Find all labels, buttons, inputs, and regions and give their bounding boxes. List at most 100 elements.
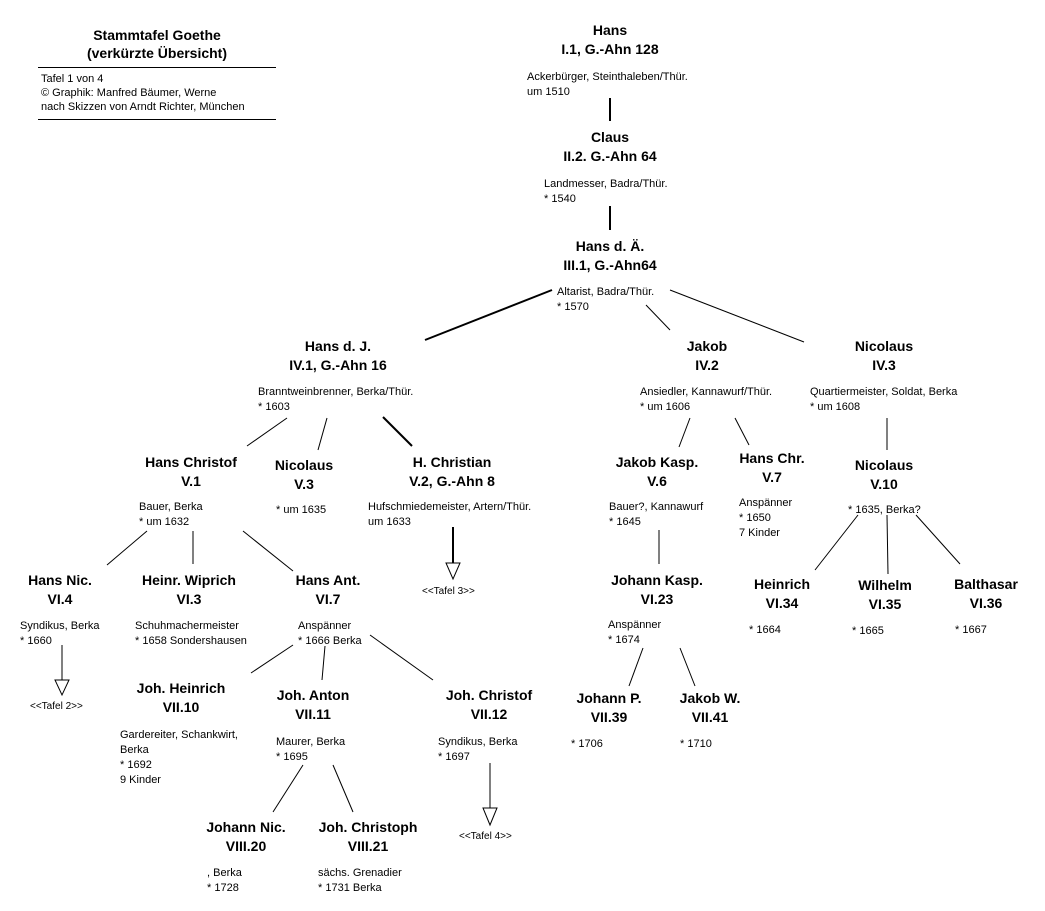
- person-detail-line: * 1731 Berka: [318, 882, 382, 894]
- person-name: Hans: [592, 22, 628, 38]
- person-detail-line: Berka: [120, 744, 149, 756]
- person-detail-line: Landmesser, Badra/Thür.: [544, 178, 668, 190]
- edge-hansdj-nicolaus5: [317, 417, 328, 451]
- person-name: Joh. Christof: [445, 687, 533, 703]
- reference-tafel4-link[interactable]: <<Tafel 4>>: [459, 831, 512, 842]
- person-id: VIII.20: [225, 838, 267, 854]
- person-detail-line: * 1660: [20, 635, 52, 647]
- person-detail-line: * 1635, Berka?: [848, 504, 921, 516]
- edge-hansdj-hanschristof: [246, 417, 288, 447]
- person-name: Hans Ant.: [295, 572, 361, 588]
- person-id: V.3: [294, 476, 314, 492]
- edge-hansant-johanton: [321, 645, 326, 681]
- person-id: V.2, G.-Ahn 8: [409, 473, 495, 489]
- person-name: Nicolaus: [854, 457, 914, 473]
- person-detail-line: * 1692: [120, 759, 152, 771]
- header-divider-bottom: [38, 119, 276, 120]
- edge-hansant-johheinrich: [250, 644, 294, 674]
- person-name: Heinr. Wiprich: [141, 572, 236, 588]
- person-id: V.1: [181, 473, 201, 489]
- chart-header: Stammtafel Goethe (verkürzte Übersicht) …: [38, 26, 276, 124]
- person-detail-line: * 1570: [557, 301, 589, 313]
- person-name: Johann Nic.: [206, 819, 286, 835]
- person-name: Joh. Heinrich: [136, 680, 226, 696]
- edge-nicolaus10-heinrich: [814, 514, 859, 571]
- person-detail-line: * 1674: [608, 634, 640, 646]
- person-id: V.6: [647, 473, 667, 489]
- person-detail-line: * 1603: [258, 401, 290, 413]
- person-detail-line: * um 1608: [810, 401, 861, 413]
- person-detail-line: Quartiermeister, Soldat, Berka: [810, 386, 958, 398]
- person-detail-line: * 1728: [207, 882, 239, 894]
- person-id: IV.1, G.-Ahn 16: [289, 357, 387, 373]
- person-id: VI.36: [969, 595, 1003, 611]
- person-detail-line: * 1664: [749, 624, 781, 636]
- reference-tafel3-link[interactable]: <<Tafel 3>>: [422, 586, 475, 597]
- person-detail-line: * 1710: [680, 738, 712, 750]
- person-id: VI.23: [640, 591, 674, 607]
- arrow-tafel4-icon: [482, 807, 498, 827]
- person-id: IV.3: [872, 357, 896, 373]
- reference-tafel2-link[interactable]: <<Tafel 2>>: [30, 701, 83, 712]
- person-detail-line: Ackerbürger, Steinthaleben/Thür.: [527, 71, 688, 83]
- edge-hansdj-hchristian: [382, 416, 413, 447]
- person-detail-line: * 1665: [852, 625, 884, 637]
- arrow-tafel2-icon: [54, 679, 70, 697]
- person-detail-line: Syndikus, Berka: [438, 736, 518, 748]
- person-detail-line: * 1667: [955, 624, 987, 636]
- person-detail-line: Anspänner: [608, 619, 662, 631]
- person-detail-line: * 1540: [544, 193, 576, 205]
- person-id: VII.11: [295, 706, 331, 722]
- person-id: VI.34: [765, 595, 799, 611]
- header-title-line2: (verkürzte Übersicht): [86, 45, 228, 61]
- person-id: I.1, G.-Ahn 128: [561, 41, 659, 57]
- person-detail-line: 9 Kinder: [120, 774, 161, 786]
- person-id: VI.4: [47, 591, 73, 607]
- person-id: III.1, G.-Ahn64: [563, 257, 657, 273]
- person-detail-line: Altarist, Badra/Thür.: [557, 286, 655, 298]
- edge-jakob-hanschr: [734, 417, 750, 446]
- person-name: Joh. Anton: [276, 687, 350, 703]
- person-name: Hans Nic.: [28, 572, 92, 588]
- person-name: Hans Chr.: [739, 450, 805, 466]
- person-name: Nicolaus: [274, 457, 334, 473]
- person-detail-line: Bauer?, Kannawurf: [609, 501, 704, 513]
- person-id: IV.2: [695, 357, 719, 373]
- edge-johannkasp-johannp: [628, 647, 644, 687]
- person-id: VI.7: [315, 591, 341, 607]
- person-name: Hans d. Ä.: [575, 238, 645, 254]
- person-detail-line: um 1633: [368, 516, 411, 528]
- edge-hansant-johchristof: [369, 634, 434, 681]
- person-name: Jakob W.: [679, 690, 741, 706]
- person-detail-line: * um 1632: [139, 516, 190, 528]
- person-detail-line: * 1658 Sondershausen: [135, 635, 247, 647]
- header-meta-line2: © Graphik: Manfred Bäumer, Werne: [41, 87, 217, 99]
- person-id: VII.12: [470, 706, 508, 722]
- person-name: Jakob: [686, 338, 728, 354]
- header-title-line1: Stammtafel Goethe: [93, 27, 221, 43]
- person-detail-line: * 1695: [276, 751, 308, 763]
- edge-johannkasp-jakobw: [679, 647, 696, 687]
- person-id: VII.41: [691, 709, 729, 725]
- edge-hansda-nicolaus4: [669, 289, 805, 343]
- person-detail-line: Hufschmiedemeister, Artern/Thür.: [368, 501, 532, 513]
- edge-nicolaus10-wilhelm: [886, 514, 889, 575]
- person-detail-line: * um 1606: [640, 401, 691, 413]
- person-detail-line: * 1666 Berka: [298, 635, 362, 647]
- person-name: Johann P.: [576, 690, 642, 706]
- person-name: Hans Christof: [145, 454, 237, 470]
- edge-hansda-hansdj: [424, 289, 553, 341]
- person-detail-line: * 1706: [571, 738, 603, 750]
- person-id: VI.3: [176, 591, 202, 607]
- person-id: VIII.21: [347, 838, 389, 854]
- person-detail-line: Bauer, Berka: [139, 501, 203, 513]
- person-detail-line: * 1650: [739, 512, 771, 524]
- person-detail-line: sächs. Grenadier: [318, 867, 402, 879]
- edge-hanschristof-hansant: [242, 530, 294, 572]
- person-id: VI.35: [868, 596, 902, 612]
- person-name: Nicolaus: [854, 338, 914, 354]
- edge-hanschristof-hansnic: [106, 530, 148, 566]
- person-detail-line: , Berka: [207, 867, 242, 879]
- person-detail-line: 7 Kinder: [739, 527, 780, 539]
